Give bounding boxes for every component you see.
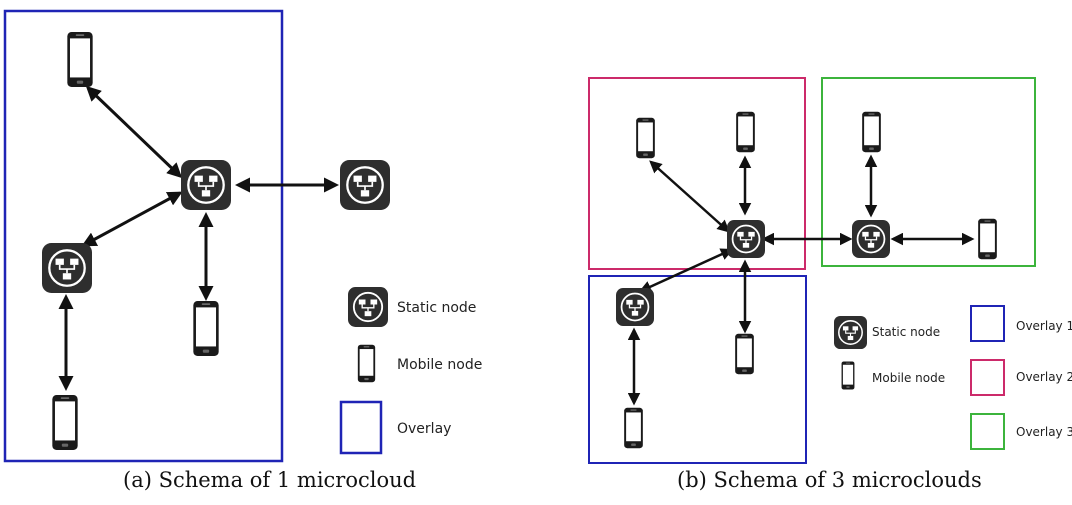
mobile-node-icon: [735, 333, 754, 375]
arrow: [638, 248, 734, 293]
legend-overlay-3-swatch: [970, 413, 1005, 450]
static-node-icon: [852, 220, 890, 258]
legend-mobile-label: Mobile node: [397, 357, 482, 373]
mobile-node-icon: [67, 32, 93, 87]
legend-static-label: Static node: [872, 325, 940, 339]
diagram-a: Static node Mobile node Overlay: [3, 9, 482, 463]
legend-overlay-1-swatch: [970, 305, 1005, 342]
caption-a: (a) Schema of 1 microcloud: [123, 468, 417, 492]
overlay-2-box: [588, 77, 806, 270]
static-node-icon: [181, 160, 231, 210]
arrow: [85, 85, 183, 179]
legend-mobile-node-icon: [357, 344, 376, 383]
static-node-icon: [42, 243, 92, 293]
static-node-icon: [340, 160, 390, 210]
legend-overlay-label: Overlay: [397, 421, 451, 437]
legend-overlay-swatch: [339, 400, 383, 455]
legend-overlay-2-label: Overlay 2: [1016, 370, 1072, 384]
mobile-node-icon: [193, 301, 219, 356]
legend-mobile-label: Mobile node: [872, 371, 945, 385]
arrows-a: [58, 85, 339, 391]
mobile-node-icon: [736, 111, 755, 153]
legend-b: Static node Mobile node Overlay 1 Overla…: [834, 305, 1072, 450]
mobile-node-icon: [636, 117, 655, 159]
diagram-b: Static node Mobile node Overlay 1 Overla…: [588, 77, 1072, 464]
overlay-3-box: [821, 77, 1036, 267]
arrow: [649, 160, 730, 233]
mobile-node-icon: [624, 407, 643, 449]
static-node-icon: [727, 220, 765, 258]
legend-overlay-2-swatch: [970, 359, 1005, 396]
overlay-box: [3, 9, 284, 463]
legend-static-node-icon: [834, 316, 867, 349]
legend-static-label: Static node: [397, 300, 476, 316]
arrow: [81, 191, 183, 247]
arrows-b: [627, 154, 975, 406]
mobile-node-icon: [978, 218, 997, 260]
mobile-node-icon: [862, 111, 881, 153]
static-node-icon: [616, 288, 654, 326]
mobile-node-icon: [52, 395, 78, 450]
legend-overlay-1-label: Overlay 1: [1016, 319, 1072, 333]
legend-static-node-icon: [348, 287, 388, 327]
legend-mobile-node-icon: [841, 361, 855, 390]
legend-a: Static node Mobile node Overlay: [339, 287, 482, 455]
caption-b: (b) Schema of 3 microclouds: [677, 468, 982, 492]
legend-overlay-3-label: Overlay 3: [1016, 425, 1072, 439]
